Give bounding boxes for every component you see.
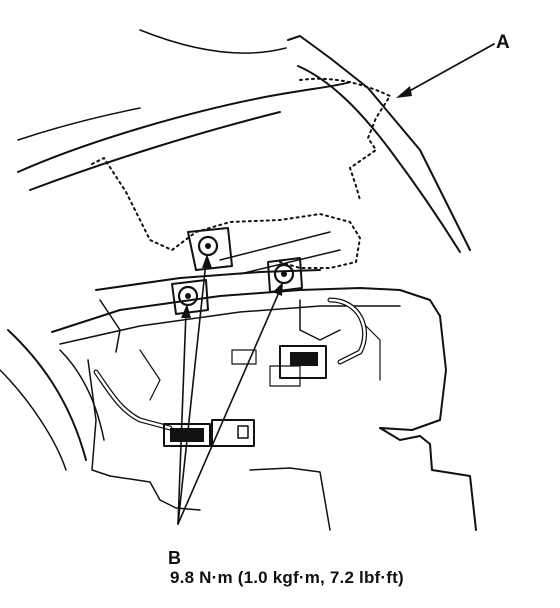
lower-panel-assembly (51, 231, 477, 531)
wiring-harness (93, 297, 367, 431)
mounting-bracket-top (187, 227, 233, 271)
mounting-bracket-right (267, 257, 303, 293)
callout-a-label: A (496, 32, 510, 53)
mounting-bracket-left (171, 279, 209, 315)
dashboard-panel (17, 29, 471, 253)
harness-connector (163, 419, 255, 447)
callout-a-leader (396, 43, 495, 98)
callout-b-leaders (177, 254, 283, 525)
trim-panel-outline (91, 77, 391, 269)
switch-connector (279, 345, 327, 379)
left-side-trim (0, 329, 105, 471)
torque-spec: 9.8 N·m (1.0 kgf·m, 7.2 lbf·ft) (170, 568, 404, 587)
callout-b-label: B (168, 548, 181, 568)
